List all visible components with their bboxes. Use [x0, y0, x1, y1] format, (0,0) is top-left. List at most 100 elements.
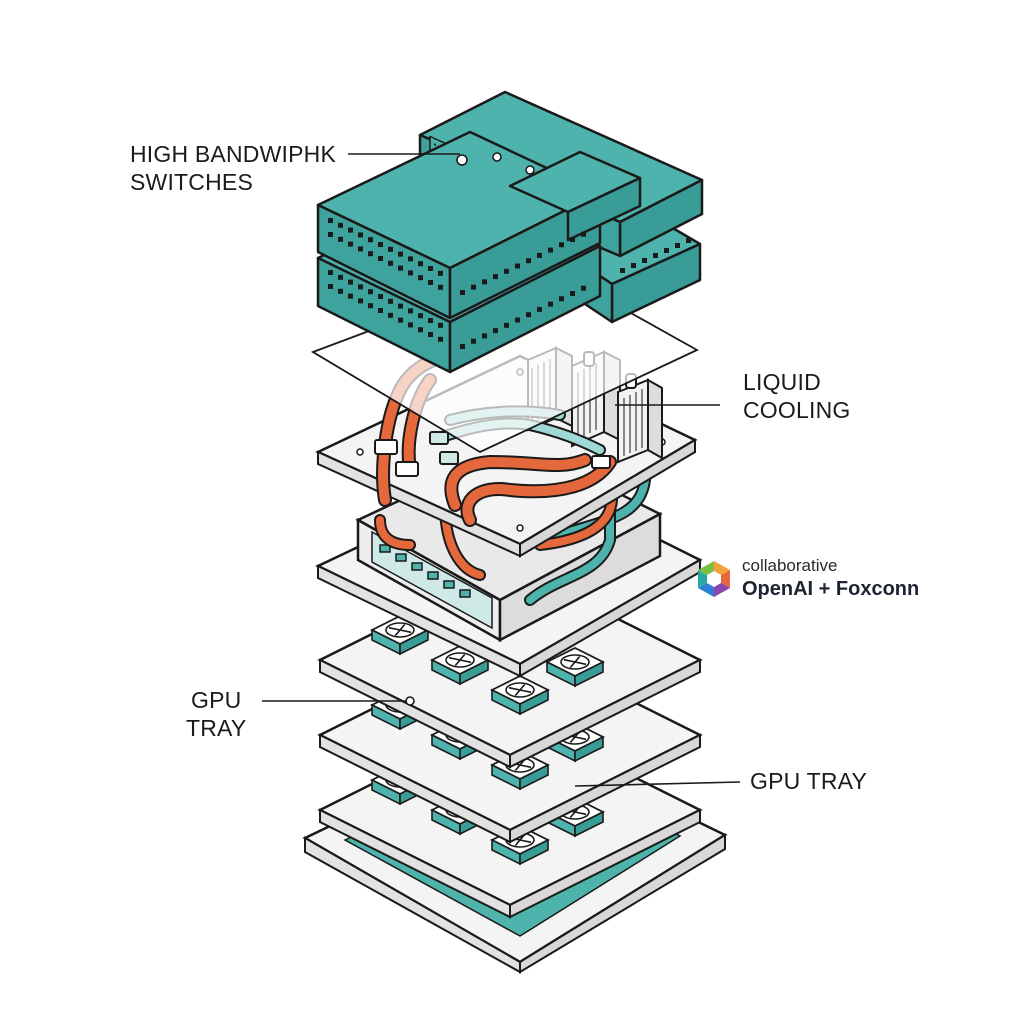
port-icon: [493, 274, 498, 280]
port-icon: [358, 298, 363, 304]
label-gpu-tray-right: GPU TRAY: [750, 768, 868, 794]
port-icon: [348, 227, 353, 233]
port-icon: [438, 322, 443, 328]
port-icon: [378, 308, 383, 313]
port-icon: [418, 327, 423, 333]
port-icon: [358, 232, 363, 238]
label-liquid-cooling: LIQUID COOLING: [743, 368, 850, 424]
port-icon: [537, 306, 542, 312]
port-icon: [408, 322, 413, 328]
port-icon: [338, 222, 343, 228]
port-icon: [408, 256, 413, 262]
port-icon: [348, 279, 353, 285]
port-icon: [368, 289, 373, 295]
port-icon: [620, 268, 625, 273]
port-icon: [504, 268, 509, 274]
gpu-fan-module: [544, 646, 606, 688]
port-icon: [358, 246, 363, 252]
port-icon: [398, 251, 403, 257]
label-line: TRAY: [186, 715, 247, 741]
status-leds: [456, 152, 535, 175]
port-icon: [338, 236, 343, 242]
port-icon: [664, 248, 669, 253]
port-icon: [428, 280, 433, 285]
label-line: SWITCHES: [130, 169, 253, 195]
port-icon: [548, 301, 553, 307]
port-icon: [408, 270, 413, 276]
port-icon: [388, 260, 393, 266]
port-icon: [515, 263, 520, 269]
port-icon: [482, 333, 487, 339]
port-icon: [642, 258, 647, 263]
port-icon: [348, 293, 353, 299]
port-icon: [631, 263, 636, 268]
port-icon: [438, 336, 443, 342]
network-switches: [316, 90, 704, 374]
port-icon: [368, 251, 373, 257]
port-icon: [675, 243, 680, 248]
label-high-bandwidth-switches: HIGH BANDWIPHK SWITCHES: [130, 140, 336, 196]
port-icon: [398, 265, 403, 271]
port-icon: [398, 317, 403, 323]
port-icon: [328, 218, 333, 223]
port-icon: [653, 253, 658, 258]
port-icon: [398, 303, 403, 309]
port-icon: [338, 274, 343, 280]
port-icon: [559, 296, 564, 302]
port-icon: [548, 247, 553, 253]
hexagon-logo-icon: [698, 561, 730, 597]
switch-ports: [328, 218, 691, 349]
port-icon: [493, 328, 498, 334]
port-icon: [388, 246, 393, 252]
port-icon: [328, 284, 333, 289]
label-line: COOLING: [743, 397, 851, 423]
port-icon: [428, 332, 433, 337]
port-icon: [581, 285, 586, 291]
port-icon: [570, 237, 575, 242]
port-icon: [388, 312, 393, 318]
port-icon: [428, 266, 433, 271]
port-icon: [471, 284, 476, 290]
port-icon: [686, 238, 691, 243]
pipe-fittings: [374, 431, 611, 477]
gpu-fan-module: [489, 674, 551, 716]
brand-lockup: collaborative OpenAI + Foxconn: [694, 556, 919, 602]
port-icon: [388, 298, 393, 304]
port-icon: [460, 344, 465, 349]
port-icon: [418, 313, 423, 319]
label-line: HIGH BANDWIPHK: [130, 141, 336, 167]
label-line: LIQUID: [743, 369, 821, 395]
port-icon: [328, 232, 333, 237]
port-icon: [559, 242, 564, 248]
port-icon: [526, 312, 531, 318]
gpu-tray-right-leader: [574, 781, 741, 787]
port-icon: [358, 284, 363, 290]
port-icon: [526, 258, 531, 264]
port-icon: [438, 284, 443, 290]
port-icon: [338, 288, 343, 294]
port-icon: [581, 231, 586, 237]
port-icon: [537, 252, 542, 258]
label-gpu-tray-left: GPU TRAY: [186, 686, 246, 742]
port-icon: [428, 318, 433, 323]
port-icon: [515, 317, 520, 323]
port-icon: [378, 294, 383, 299]
port-icon: [504, 322, 509, 328]
port-icon: [328, 270, 333, 275]
port-icon: [378, 256, 383, 261]
port-icon: [471, 338, 476, 344]
port-icon: [482, 279, 487, 285]
port-icon: [418, 261, 423, 267]
label-line: GPU: [190, 687, 242, 713]
port-icon: [408, 308, 413, 314]
port-icon: [378, 242, 383, 247]
callout-leaders: [262, 153, 741, 787]
brand-text: collaborative OpenAI + Foxconn: [742, 556, 919, 602]
port-icon: [460, 290, 465, 295]
brand-name: OpenAI + Foxconn: [742, 578, 920, 600]
port-icon: [368, 237, 373, 243]
port-icon: [570, 291, 575, 296]
port-icon: [418, 275, 423, 281]
